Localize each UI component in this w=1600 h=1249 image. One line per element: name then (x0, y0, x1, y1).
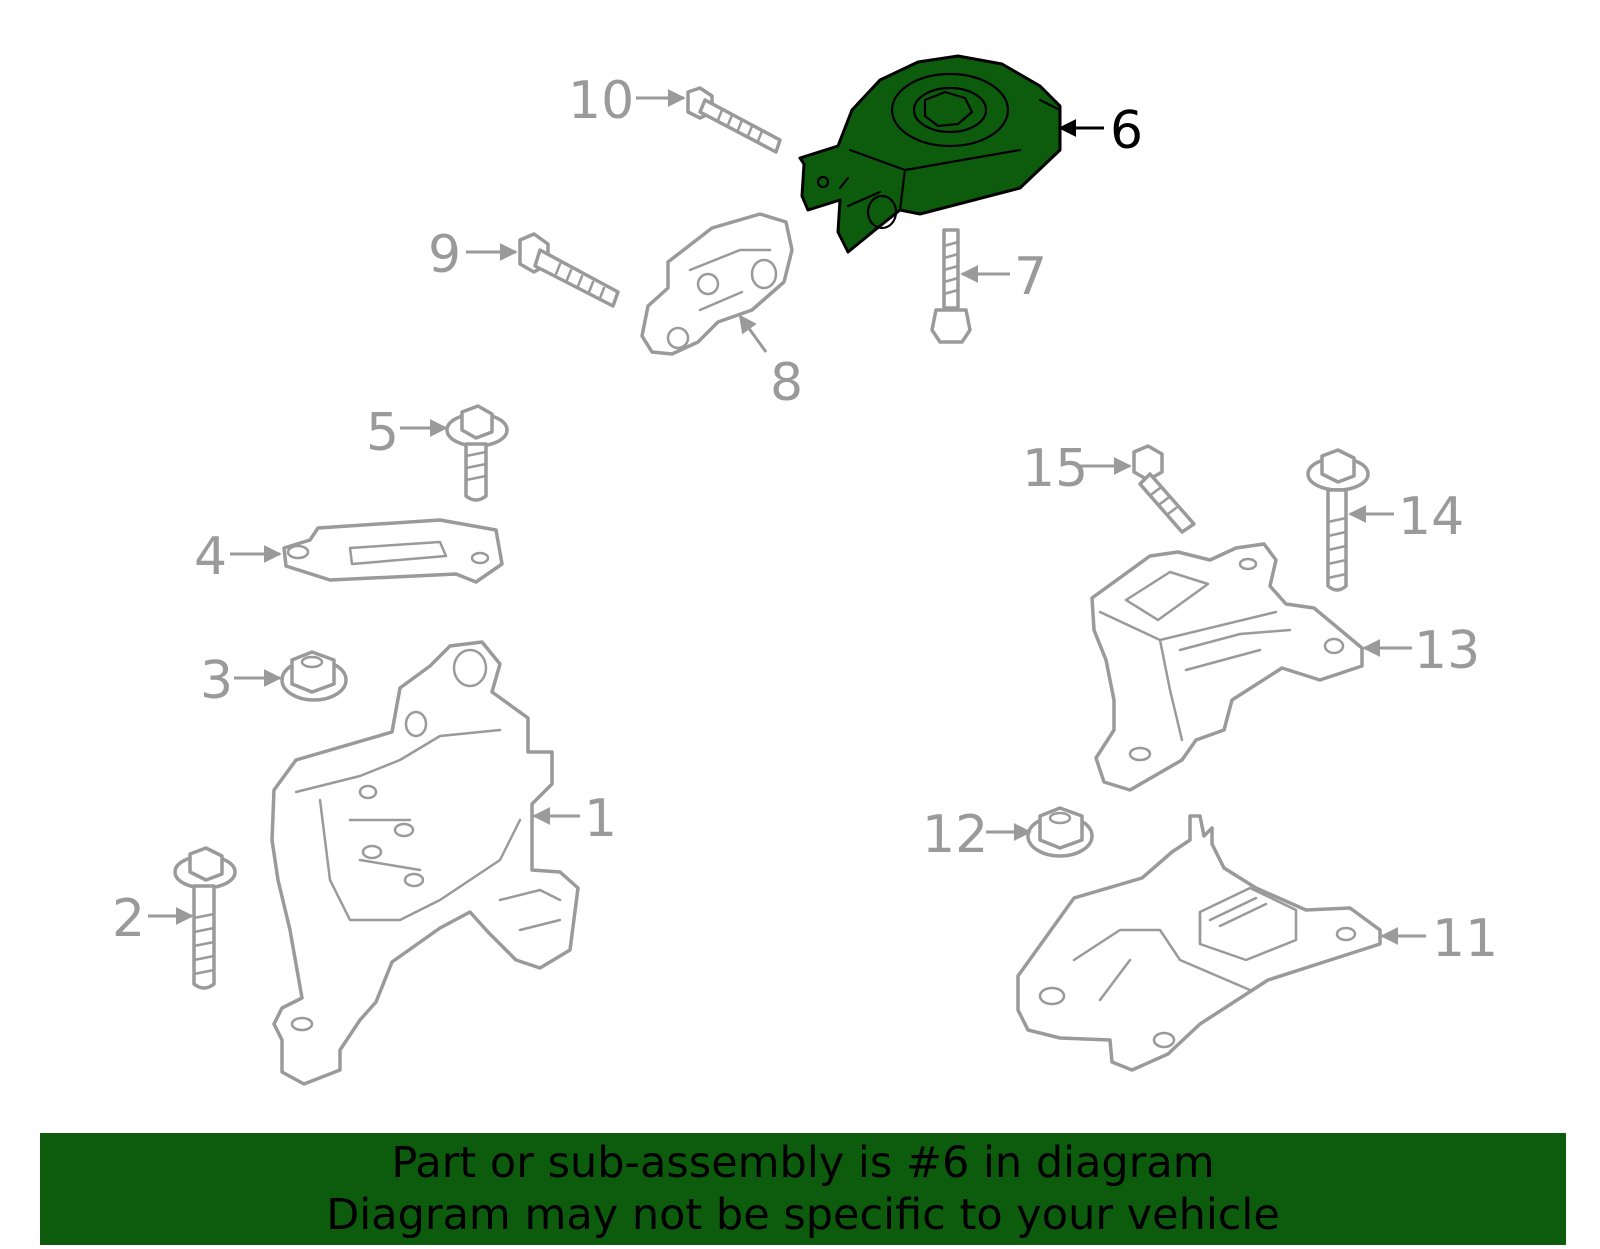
part-5-bolt[interactable] (445, 404, 509, 502)
part-4-plate[interactable] (282, 518, 504, 584)
part-1-mount[interactable] (270, 640, 580, 1086)
info-banner: Part or sub-assembly is #6 in diagram Di… (40, 1133, 1566, 1245)
part-11-mount[interactable] (1016, 814, 1382, 1072)
leader-8 (738, 314, 768, 353)
callout-9[interactable]: 9 (428, 225, 461, 285)
part-14-bolt[interactable] (1306, 448, 1370, 592)
callout-3[interactable]: 3 (200, 651, 233, 711)
part-9-bolt[interactable] (518, 232, 620, 308)
callout-7[interactable]: 7 (1014, 247, 1047, 307)
callout-6[interactable]: 6 (1110, 101, 1143, 161)
callout-15[interactable]: 15 (1022, 439, 1088, 499)
banner-line-1: Part or sub-assembly is #6 in diagram (391, 1138, 1215, 1188)
part-7-stud[interactable] (930, 228, 972, 344)
callout-5[interactable]: 5 (366, 403, 399, 463)
callout-12[interactable]: 12 (922, 805, 988, 865)
banner-line-2: Diagram may not be specific to your vehi… (326, 1190, 1280, 1240)
callout-14[interactable]: 14 (1398, 487, 1464, 547)
callout-13[interactable]: 13 (1414, 621, 1480, 681)
callout-4[interactable]: 4 (194, 527, 227, 587)
callout-10[interactable]: 10 (568, 71, 634, 131)
part-8-bracket[interactable] (640, 212, 794, 356)
callout-2[interactable]: 2 (112, 889, 145, 949)
part-15-bolt[interactable] (1132, 444, 1196, 534)
part-10-bolt[interactable] (686, 86, 782, 154)
part-2-bolt[interactable] (173, 846, 237, 990)
part-3-nut[interactable] (280, 650, 348, 702)
callout-11[interactable]: 11 (1432, 909, 1498, 969)
part-13-bracket[interactable] (1090, 542, 1364, 792)
part-12-nut[interactable] (1026, 806, 1094, 858)
callout-8[interactable]: 8 (770, 353, 803, 413)
callout-1[interactable]: 1 (584, 789, 617, 849)
part-6-mount[interactable] (798, 54, 1062, 254)
